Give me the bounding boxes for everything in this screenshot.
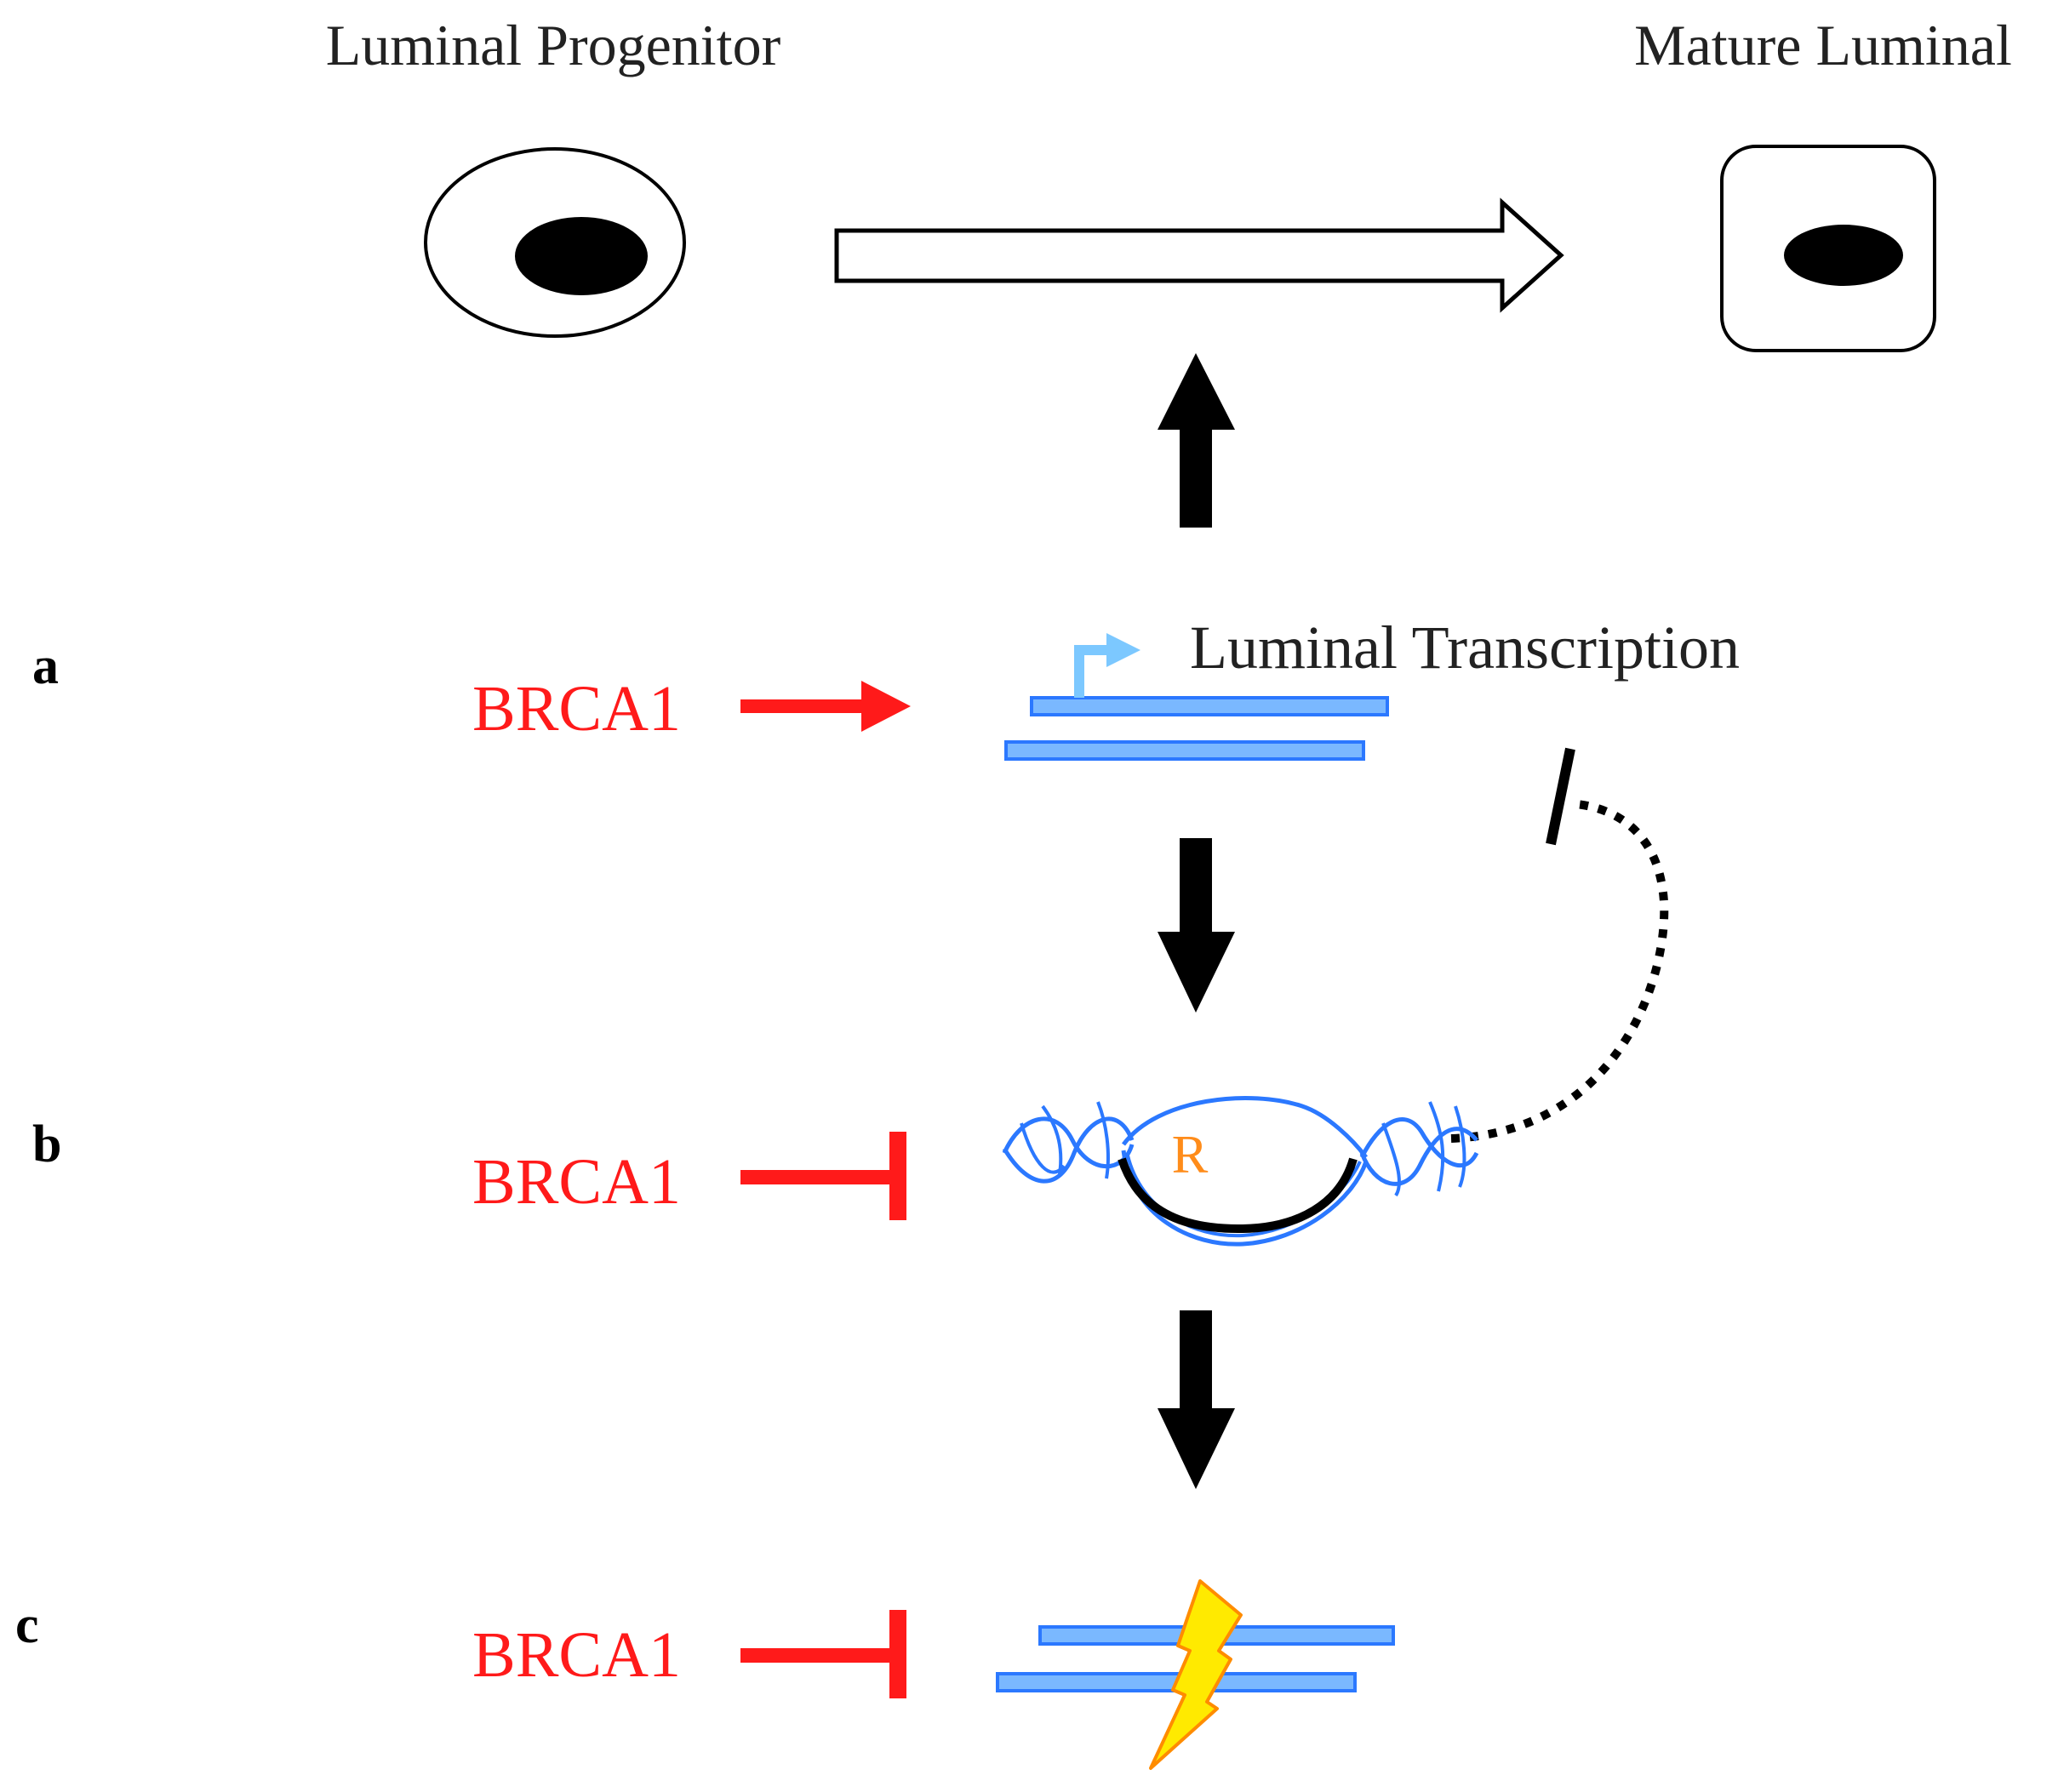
feedback-inhibition-bar: [1546, 747, 1575, 846]
activation-arrow-a: [740, 681, 911, 732]
lightning-bolt-icon: [1149, 1579, 1243, 1770]
inhibition-arrow-c: [740, 1610, 906, 1698]
brca1-label-b: BRCA1: [472, 1146, 681, 1218]
luminal-transcription-label: Luminal Transcription: [1190, 614, 1740, 682]
down-arrow-1: [1158, 838, 1235, 1013]
r-loop-label: R: [1172, 1124, 1209, 1184]
down-arrow-2: [1158, 1310, 1235, 1489]
brca1-label-c: BRCA1: [472, 1619, 681, 1691]
dotted-feedback-line: [1450, 800, 1669, 1143]
transcription-start-arrow-icon: [1074, 633, 1140, 698]
luminal-progenitor-label: Luminal Progenitor: [326, 13, 781, 77]
up-arrow: [1158, 353, 1235, 528]
square-cell-icon: [1720, 145, 1936, 352]
r-loop-icon: [1002, 1095, 1479, 1247]
panel-letter-c: c: [15, 1596, 39, 1654]
panel-letter-a: a: [32, 637, 59, 695]
dna-duplex-a: [1004, 696, 1389, 761]
oval-cell-icon: [424, 147, 686, 338]
differentiation-arrow: [834, 197, 1564, 313]
panel-letter-b: b: [32, 1116, 61, 1173]
mature-luminal-label: Mature Luminal: [1634, 13, 2012, 77]
inhibition-arrow-b: [740, 1132, 906, 1220]
rna-strand: [1118, 1157, 1358, 1234]
brca1-label-a: BRCA1: [472, 673, 681, 745]
